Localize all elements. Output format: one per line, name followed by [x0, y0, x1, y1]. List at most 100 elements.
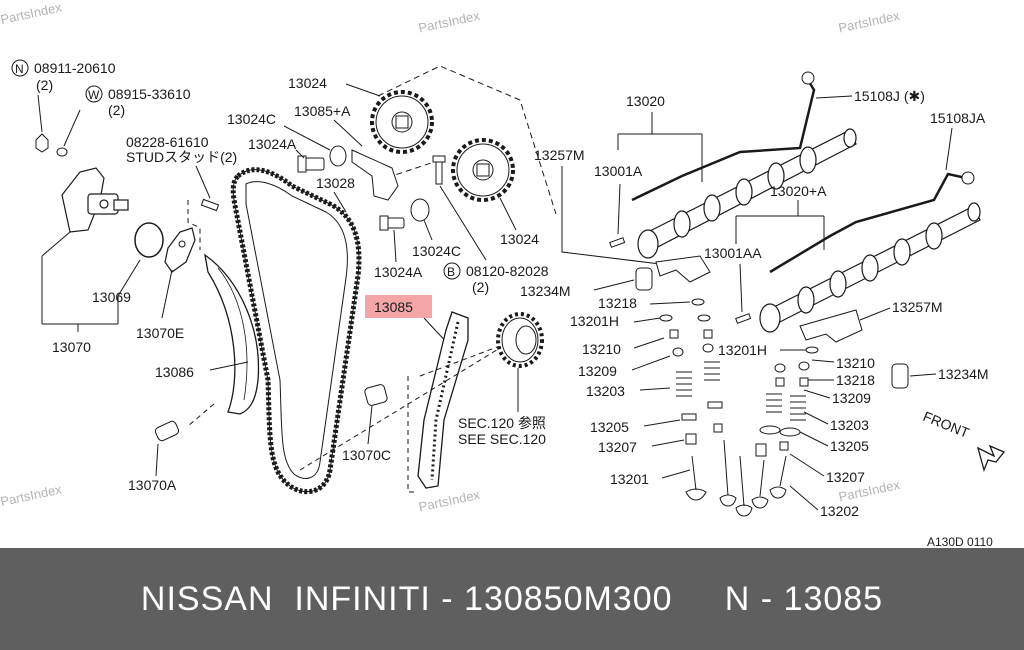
- part-label: 08120-82028: [466, 263, 549, 279]
- part-label: 13024A: [248, 136, 297, 152]
- tension-guide-icon: [417, 311, 469, 489]
- watermark: PartsIndex: [417, 487, 481, 515]
- part-label: 13203: [830, 417, 869, 433]
- part-label: 13024C: [412, 243, 461, 259]
- part-label: 13201H: [570, 313, 619, 329]
- part-label: 13257M: [534, 147, 585, 163]
- part-label: 13201H: [718, 342, 767, 358]
- bolt-icon: [297, 155, 325, 173]
- part-label: 13024: [500, 231, 539, 247]
- bolt-icon: [432, 155, 446, 185]
- chain-tensioner-icon: [61, 167, 129, 233]
- part-label: 13201: [610, 471, 649, 487]
- watermark: PartsIndex: [837, 8, 901, 36]
- part-label: 13070C: [342, 447, 391, 463]
- svg-text:B: B: [447, 265, 455, 279]
- part-label: (2): [108, 102, 125, 118]
- watermark: PartsIndex: [0, 0, 63, 27]
- part-label: 13207: [598, 439, 637, 455]
- valve-parts-icon: [659, 298, 753, 517]
- part-label: 13218: [836, 372, 875, 388]
- part-label: 13234M: [520, 283, 571, 299]
- chain-guide-upper-icon: [351, 149, 399, 201]
- part-label: 13210: [582, 341, 621, 357]
- nut-icon: [35, 94, 81, 157]
- valve-parts-icon: [751, 361, 810, 509]
- bolt-icon: [364, 384, 388, 406]
- camshaft-icon: [759, 202, 981, 333]
- rocker-arm-icon: [655, 255, 711, 283]
- oil-pipe-icon: [631, 79, 816, 202]
- svg-text:W: W: [88, 88, 100, 102]
- highlight-box: [365, 295, 432, 318]
- parts-diagram: PartsIndex PartsIndex PartsIndex PartsIn…: [0, 0, 1006, 548]
- lash-adjuster-icon: [891, 363, 909, 389]
- part-label: 13070A: [128, 477, 177, 493]
- part-label: 13086: [155, 364, 194, 380]
- part-label: 13205: [590, 419, 629, 435]
- part-label: 13207: [826, 469, 865, 485]
- highlighted-part-label: 13085: [374, 299, 413, 315]
- part-label: 08911-20610: [34, 60, 116, 76]
- guide-bolt-icon: [154, 420, 180, 442]
- part-label: 08915-33610: [108, 86, 191, 102]
- part-label: 13028: [316, 175, 355, 191]
- stud-icon: [200, 198, 220, 212]
- part-label: 13085+A: [294, 103, 351, 119]
- part-number-footer: NISSAN INFINITI - 130850M300 N - 13085: [0, 548, 1024, 650]
- part-label: STUDスタッド(2): [126, 149, 237, 165]
- part-label: 13024A: [374, 264, 423, 280]
- part-label: 15108J (✱): [854, 88, 925, 104]
- part-label: (2): [472, 279, 489, 295]
- part-label: 13205: [830, 438, 869, 454]
- washer-icon: [329, 145, 347, 167]
- watermark: PartsIndex: [0, 481, 63, 509]
- part-label: 13001AA: [704, 245, 762, 261]
- part-label: 13001A: [594, 163, 643, 179]
- part-label: 13070: [52, 339, 91, 355]
- part-label: 13218: [598, 295, 637, 311]
- camshaft-sprocket-icon: [451, 138, 515, 202]
- part-label: 13234M: [938, 366, 989, 382]
- dowel-pin-icon: [735, 313, 752, 324]
- part-label: 13209: [832, 390, 871, 406]
- camshaft-icon: [637, 128, 857, 259]
- part-label: 13020: [626, 93, 665, 109]
- part-label: 13209: [578, 363, 617, 379]
- part-label: 13069: [92, 289, 131, 305]
- front-label: FRONT: [921, 408, 972, 441]
- part-label: 13257M: [892, 299, 943, 315]
- part-label: 13024: [288, 75, 327, 91]
- crank-sprocket-icon: [496, 312, 544, 368]
- sec-reference: SEC.120 参照: [458, 415, 546, 431]
- part-label: 13024C: [227, 111, 276, 127]
- svg-text:N: N: [15, 62, 24, 76]
- timing-chain-icon: [230, 167, 362, 495]
- part-label: 15108JA: [930, 110, 986, 126]
- part-label: 13202: [820, 503, 859, 519]
- slack-guide-icon: [204, 253, 260, 415]
- part-label: 08228-61610: [126, 134, 209, 150]
- part-label: 13203: [586, 383, 625, 399]
- front-arrow-icon: [976, 444, 1006, 473]
- lash-adjuster-icon: [635, 267, 653, 291]
- diagram-code: A130D 0110: [927, 535, 993, 548]
- part-label: 13020+A: [770, 183, 827, 199]
- dowel-pin-icon: [609, 237, 626, 248]
- part-label: 13210: [836, 355, 875, 371]
- watermark: PartsIndex: [417, 8, 481, 36]
- symbol-n-icon: N: [11, 59, 29, 77]
- bolt-icon: [379, 215, 405, 231]
- camshaft-sprocket-icon: [370, 90, 434, 154]
- rocker-arm-icon: [799, 309, 863, 343]
- part-label: (2): [36, 77, 53, 93]
- footer-text: NISSAN INFINITI - 130850M300 N - 13085: [140, 579, 884, 618]
- part-label: 13070E: [136, 325, 184, 341]
- gasket-icon: [164, 227, 196, 273]
- sec-reference: SEE SEC.120: [458, 431, 546, 447]
- oil-pipe-icon: [769, 172, 967, 274]
- o-ring-icon: [134, 222, 164, 258]
- symbol-b-icon: B: [443, 262, 461, 280]
- washer-icon: [410, 198, 430, 222]
- symbol-w-icon: W: [85, 85, 103, 103]
